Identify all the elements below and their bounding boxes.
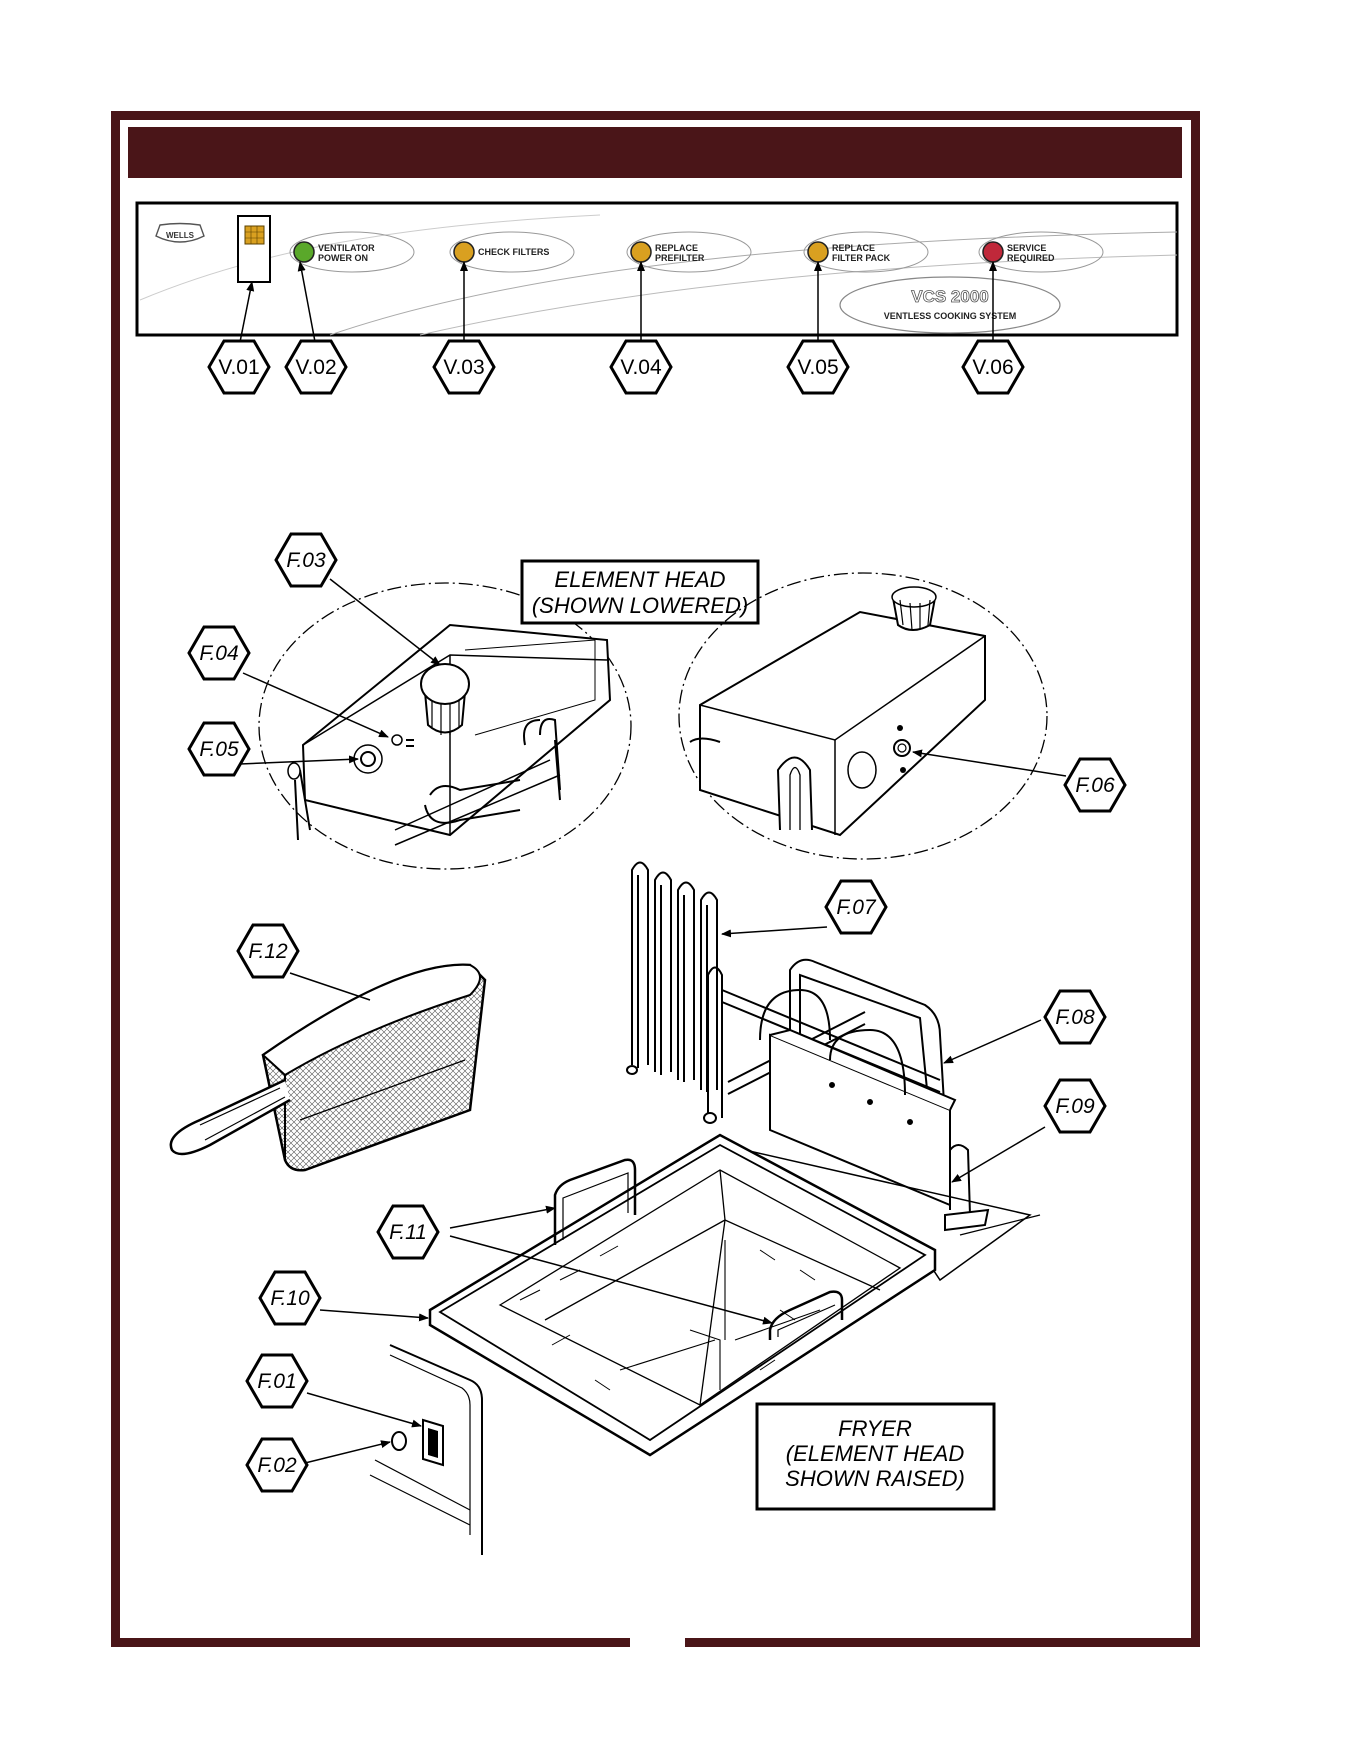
fryer-label-box: FRYER (ELEMENT HEAD SHOWN RAISED) xyxy=(757,1404,994,1509)
callout-f-7: F.07 xyxy=(826,881,886,933)
indicator-label-2: CHECK FILTERS xyxy=(478,247,549,257)
indicator-sublabel-3: PREFILTER xyxy=(655,253,705,263)
indicator-label-1: VENTILATOR xyxy=(318,243,375,253)
fryer-side-panel xyxy=(370,1345,482,1555)
callout-v-3-label: V.03 xyxy=(443,356,484,379)
element-head-label-line1: ELEMENT HEAD xyxy=(554,567,725,592)
indicator-sublabel-1: POWER ON xyxy=(318,253,368,263)
indicator-sublabel-5: REQUIRED xyxy=(1007,253,1055,263)
brand-logo: WELLS xyxy=(156,224,204,243)
callout-v-1-label: V.01 xyxy=(218,356,259,379)
power-rocker-switch[interactable] xyxy=(238,216,270,282)
indicator-lamp-4 xyxy=(808,242,828,262)
callout-f-3: F.03 xyxy=(276,534,336,586)
callout-v-4: V.04 xyxy=(611,341,671,393)
element-head-label-box: ELEMENT HEAD (SHOWN LOWERED) xyxy=(522,561,758,623)
callout-v-2-label: V.02 xyxy=(295,356,336,379)
callout-f-2-label: F.02 xyxy=(257,1454,297,1477)
element-head-label-line2: (SHOWN LOWERED) xyxy=(532,593,748,618)
callout-v-1: V.01 xyxy=(209,341,269,393)
callout-f-6-label: F.06 xyxy=(1075,774,1115,797)
model-name: VCS 2000 xyxy=(911,287,989,306)
fryer-label-line1: FRYER xyxy=(838,1416,912,1441)
callout-v-6: V.06 xyxy=(963,341,1023,393)
element-head-detail-left xyxy=(259,583,631,869)
callout-f-4: F.04 xyxy=(189,627,249,679)
high-limit-reset-button[interactable] xyxy=(894,740,910,756)
fryer-power-lamp xyxy=(392,1432,406,1450)
indicator-lamp-3 xyxy=(631,242,651,262)
callout-f-6: F.06 xyxy=(1065,759,1125,811)
fryer-power-switch[interactable] xyxy=(423,1420,443,1465)
indicator-lamp-5 xyxy=(983,242,1003,262)
thermostat-knob[interactable] xyxy=(421,664,469,735)
callout-f-3-label: F.03 xyxy=(286,549,326,572)
indicator-lamp-2 xyxy=(454,242,474,262)
reset-button[interactable] xyxy=(354,745,382,773)
callout-f-11: F.11 xyxy=(378,1206,438,1258)
indicator-label-5: SERVICE xyxy=(1007,243,1046,253)
callout-f-8: F.08 xyxy=(1045,991,1105,1043)
callout-f-2: F.02 xyxy=(247,1439,307,1491)
callout-f-8-label: F.08 xyxy=(1055,1006,1095,1029)
fryer-label-line3: SHOWN RAISED) xyxy=(785,1466,965,1491)
callout-f-12-label: F.12 xyxy=(248,940,288,963)
callout-v-2: V.02 xyxy=(286,341,346,393)
callout-v-5-label: V.05 xyxy=(797,356,838,379)
callout-v-4-label: V.04 xyxy=(620,356,662,379)
callout-f-9: F.09 xyxy=(1045,1080,1105,1132)
callout-f-5-label: F.05 xyxy=(199,738,239,761)
callout-v-3: V.03 xyxy=(434,341,494,393)
callout-f-5: F.05 xyxy=(189,723,249,775)
callout-v-5: V.05 xyxy=(788,341,848,393)
callout-v-6-label: V.06 xyxy=(972,356,1013,379)
callout-f-4-label: F.04 xyxy=(199,642,238,665)
indicator-label-3: REPLACE xyxy=(655,243,698,253)
callout-f-10-label: F.10 xyxy=(270,1287,310,1310)
callout-f-10: F.10 xyxy=(260,1272,320,1324)
indicator-label-4: REPLACE xyxy=(832,243,875,253)
fryer-label-line2: (ELEMENT HEAD xyxy=(786,1441,965,1466)
fry-basket xyxy=(171,965,485,1171)
callout-f-9-label: F.09 xyxy=(1055,1095,1095,1118)
indicator-lamp-1 xyxy=(294,242,314,262)
callout-f-1: F.01 xyxy=(247,1355,307,1407)
callout-f-12: F.12 xyxy=(238,925,298,977)
heat-indicator-lamp xyxy=(392,735,402,745)
callout-f-1-label: F.01 xyxy=(257,1370,296,1393)
callout-f-11-label: F.11 xyxy=(389,1221,427,1244)
callout-f-7-label: F.07 xyxy=(836,896,877,919)
brand-text: WELLS xyxy=(166,231,195,240)
model-subtitle: VENTLESS COOKING SYSTEM xyxy=(884,311,1017,321)
indicator-sublabel-4: FILTER PACK xyxy=(832,253,891,263)
